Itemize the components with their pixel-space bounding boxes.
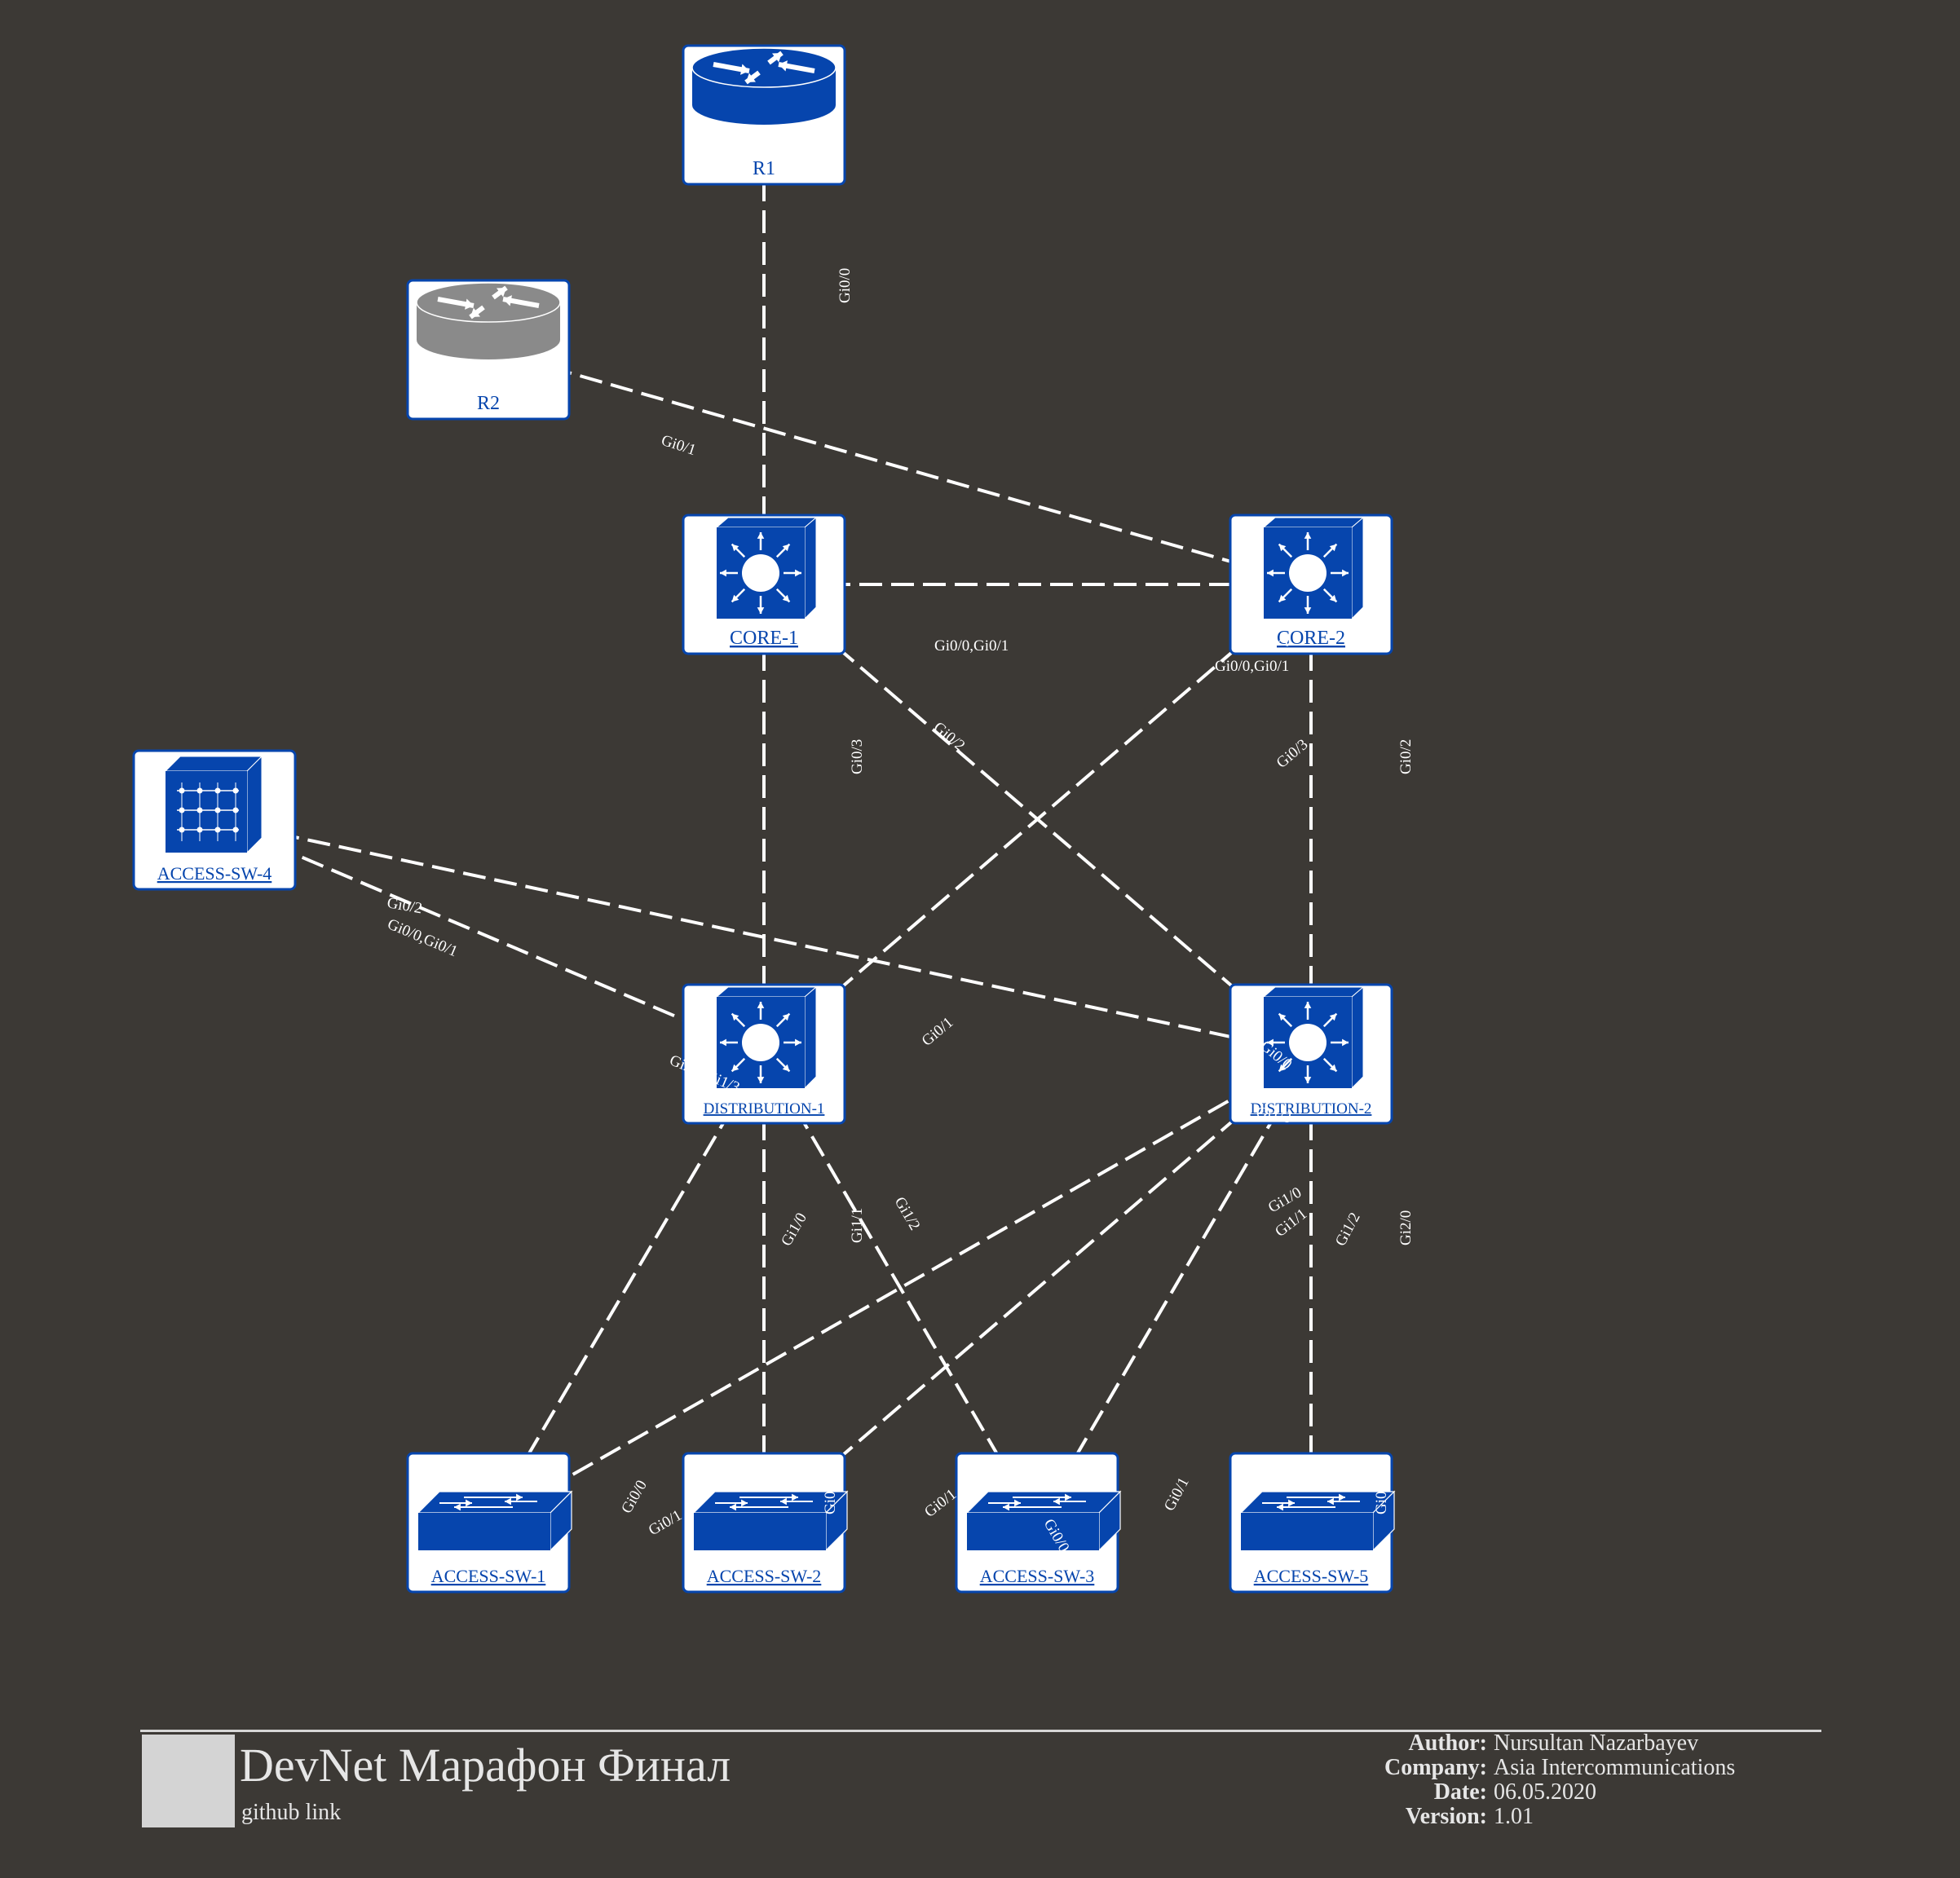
port-labels-layer: Gi0/0Gi1/0Gi0/1Gi1/1Gi0/0,Gi0/1Gi0/0,Gi0… (385, 268, 1415, 1555)
dist2-node[interactable]: DISTRIBUTION-2 (1229, 983, 1393, 1125)
workgroup-switch-icon (417, 1490, 573, 1552)
port-label: Gi0/1 (659, 432, 698, 459)
metadata-block: Author: Nursultan Nazarbayev Company: Asia… (1272, 1731, 1735, 1829)
link-core2-dist1 (762, 583, 1313, 1056)
r1-node[interactable]: R1 (682, 44, 846, 186)
version-value: 1.01 (1494, 1804, 1534, 1829)
r2-label: R2 (477, 393, 500, 414)
asw4-node[interactable]: ACCESS-SW-4 (132, 749, 297, 891)
dist1-node[interactable]: DISTRIBUTION-1 (682, 983, 846, 1125)
port-label: Gi0/0,Gi0/1 (934, 637, 1009, 655)
asw3-label: ACCESS-SW-3 (980, 1566, 1095, 1586)
port-label: Gi0/2 (1397, 739, 1415, 774)
port-label: Gi1/0 (778, 1210, 810, 1250)
link-r2-core2 (488, 348, 1312, 586)
version-row: Version: 1.01 (1272, 1805, 1735, 1829)
port-label: Gi0/0,Gi0/1 (1215, 658, 1289, 675)
port-label: Gi0/0 (822, 1479, 839, 1514)
core2-node[interactable]: CORE-2 (1229, 514, 1393, 655)
port-label: Gi0/0 (618, 1478, 651, 1517)
r1-label: R1 (753, 158, 775, 179)
layer3-switch-icon (1262, 985, 1365, 1090)
asw1-label: ACCESS-SW-1 (431, 1566, 546, 1586)
dist2-label: DISTRIBUTION-2 (1251, 1100, 1372, 1118)
asw5-node[interactable]: ACCESS-SW-5 (1229, 1452, 1396, 1594)
dist1-label: DISTRIBUTION-1 (704, 1100, 825, 1118)
r2-node[interactable]: R2 (406, 279, 571, 421)
layer3-switch-icon (1262, 516, 1365, 620)
port-label: Gi1/0 (822, 540, 839, 575)
port-label: Gi0/1 (646, 1507, 685, 1540)
port-label: Gi2/0 (1397, 1210, 1415, 1245)
link-dist2-asw3 (1035, 1052, 1313, 1524)
link-dist1-asw3 (762, 1052, 1039, 1524)
port-label: Gi0/0 (1373, 1479, 1390, 1514)
asw2-node[interactable]: ACCESS-SW-2 (682, 1452, 849, 1594)
github-link[interactable]: github link (241, 1800, 342, 1825)
port-label: Gi0/2 (386, 894, 423, 917)
workgroup-switch-icon (692, 1490, 849, 1552)
diagram-title: DevNet Марафон Финал (240, 1739, 731, 1792)
core1-node[interactable]: CORE-1 (682, 514, 846, 655)
footer-divider (140, 1730, 1821, 1732)
workgroup-switch-icon (965, 1490, 1122, 1552)
company-value: Asia Intercommunications (1494, 1755, 1736, 1780)
asw3-node[interactable]: ACCESS-SW-3 (955, 1452, 1122, 1594)
company-row: Company: Asia Intercommunications (1272, 1756, 1735, 1780)
router-icon (416, 282, 561, 359)
links-layer (214, 115, 1313, 1524)
asw4-label: ACCESS-SW-4 (157, 863, 272, 884)
router-icon (691, 47, 837, 125)
layer3-switch-icon (715, 985, 818, 1090)
link-dist1-asw1 (487, 1052, 766, 1524)
version-key: Version: (1405, 1804, 1487, 1829)
link-asw4-dist2 (214, 818, 1312, 1056)
port-label: Gi0/3 (849, 739, 866, 774)
link-asw4-dist1 (214, 818, 765, 1056)
asw1-node[interactable]: ACCESS-SW-1 (406, 1452, 573, 1594)
port-label: Gi0/1 (1161, 1475, 1193, 1514)
author-value: Nursultan Nazarbayev (1494, 1730, 1699, 1756)
port-label: Gi0/1 (919, 1014, 957, 1050)
date-row: Date: 06.05.2020 (1272, 1780, 1735, 1805)
logo-placeholder (142, 1735, 235, 1827)
port-label: Gi1/2 (891, 1194, 924, 1233)
layer3-switch-icon (715, 516, 818, 620)
port-label: Gi0/0 (822, 1010, 839, 1045)
asw2-label: ACCESS-SW-2 (707, 1566, 822, 1586)
port-label: Gi0/3 (1274, 736, 1312, 772)
date-key: Date: (1433, 1779, 1487, 1805)
port-label: Gi1/2 (1332, 1210, 1364, 1249)
atm-switch-icon (164, 755, 263, 854)
workgroup-switch-icon (1239, 1490, 1396, 1552)
core2-label: CORE-2 (1277, 628, 1345, 649)
link-dist2-asw2 (762, 1052, 1313, 1524)
port-label: Gi1/1 (849, 1208, 866, 1243)
port-label: Gi0/0,Gi0/1 (385, 915, 460, 960)
core1-label: CORE-1 (730, 628, 798, 649)
author-row: Author: Nursultan Nazarbayev (1272, 1731, 1735, 1756)
port-label: Gi0/0 (837, 268, 854, 303)
port-label: Gi0/1 (1373, 1010, 1390, 1045)
port-label: Gi0/1 (921, 1486, 960, 1521)
company-key: Company: (1384, 1755, 1487, 1780)
asw5-label: ACCESS-SW-5 (1254, 1566, 1369, 1586)
date-value: 06.05.2020 (1494, 1779, 1596, 1805)
port-label: Gi0/2 (930, 719, 969, 755)
author-key: Author: (1408, 1730, 1487, 1756)
